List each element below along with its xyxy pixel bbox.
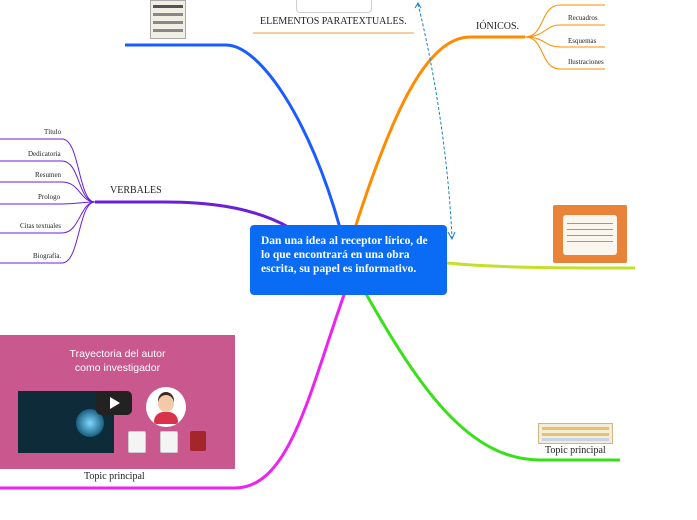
- connector-arrowhead-top: [414, 2, 422, 9]
- topic-right-label[interactable]: Topic principal: [545, 445, 606, 456]
- scheme-row: [542, 438, 609, 441]
- branch-ionicos-sub-3: [524, 36, 605, 70]
- newspaper-headline-bar: [153, 5, 183, 8]
- video-title-line: Trayectoria del autor: [69, 348, 166, 360]
- top-image-frame: [296, 0, 372, 13]
- verbales-item[interactable]: Título: [44, 128, 62, 136]
- author-avatar-icon: [146, 387, 186, 427]
- book-text-line: [567, 241, 613, 242]
- newspaper-text-bar: [153, 29, 183, 32]
- ionicos-item[interactable]: Ilustraciones: [568, 58, 604, 66]
- archive-icon: [160, 431, 178, 453]
- book-text-line: [567, 235, 613, 236]
- verbales-item[interactable]: Citas textuales: [20, 222, 62, 230]
- branch-verbales-sub-0: [0, 138, 96, 203]
- dashed-connector: [417, 3, 453, 239]
- branch-paratextuales: [125, 43, 342, 229]
- verbales-item[interactable]: Prologo: [38, 193, 61, 201]
- branch-ionicos-sub-1: [524, 24, 605, 38]
- paratextuales-label[interactable]: ELEMENTOS PARATEXTUALES.: [260, 16, 407, 27]
- newspaper-image[interactable]: [150, 0, 186, 39]
- verbales-item[interactable]: Dedicatoria: [28, 150, 61, 158]
- branch-image: [446, 261, 636, 270]
- connector-arrowhead: [447, 231, 456, 241]
- newspaper-text-bar: [153, 21, 183, 24]
- play-icon[interactable]: [96, 391, 132, 415]
- book-text-line: [567, 223, 613, 224]
- branch-topic-right: [363, 291, 620, 462]
- newspaper-text-bar: [153, 13, 183, 16]
- ionicos-item[interactable]: Recuadros: [568, 14, 598, 22]
- branch-ionicos-sub-0: [524, 4, 605, 38]
- verbales-item[interactable]: Biografía.: [33, 252, 62, 260]
- branch-verbales: [95, 200, 291, 230]
- video-title: Trayectoria del autor como investigador: [0, 347, 235, 375]
- topic-left-label[interactable]: Topic principal: [84, 471, 145, 482]
- scheme-image[interactable]: [538, 423, 613, 444]
- branch-topic-left: [0, 291, 347, 490]
- ionicos-item[interactable]: Esquemas: [568, 37, 597, 45]
- branch-ionicos: [353, 35, 525, 229]
- book-text-line: [567, 229, 613, 230]
- document-icon: [128, 431, 146, 453]
- branch-verbales-sub-2: [0, 181, 96, 203]
- book-icon: [190, 431, 206, 451]
- central-topic[interactable]: Dan una idea al receptor lírico, de lo q…: [250, 225, 447, 295]
- avatar-head: [158, 395, 174, 412]
- verbales-label[interactable]: VERBALES: [110, 185, 162, 196]
- branch-ionicos-sub-2: [524, 36, 605, 48]
- scheme-row: [542, 433, 609, 436]
- video-title-line: como investigador: [74, 362, 161, 374]
- verbales-item[interactable]: Resumen: [35, 171, 62, 179]
- ionicos-label[interactable]: IÓNICOS.: [476, 21, 520, 32]
- avatar-body: [154, 412, 178, 424]
- branch-verbales-sub-5: [0, 201, 96, 264]
- video-embed[interactable]: Trayectoria del autor como investigador: [0, 335, 235, 469]
- scheme-row: [542, 427, 609, 430]
- open-book-image[interactable]: [553, 205, 627, 263]
- branch-verbales-sub-3: [0, 201, 96, 205]
